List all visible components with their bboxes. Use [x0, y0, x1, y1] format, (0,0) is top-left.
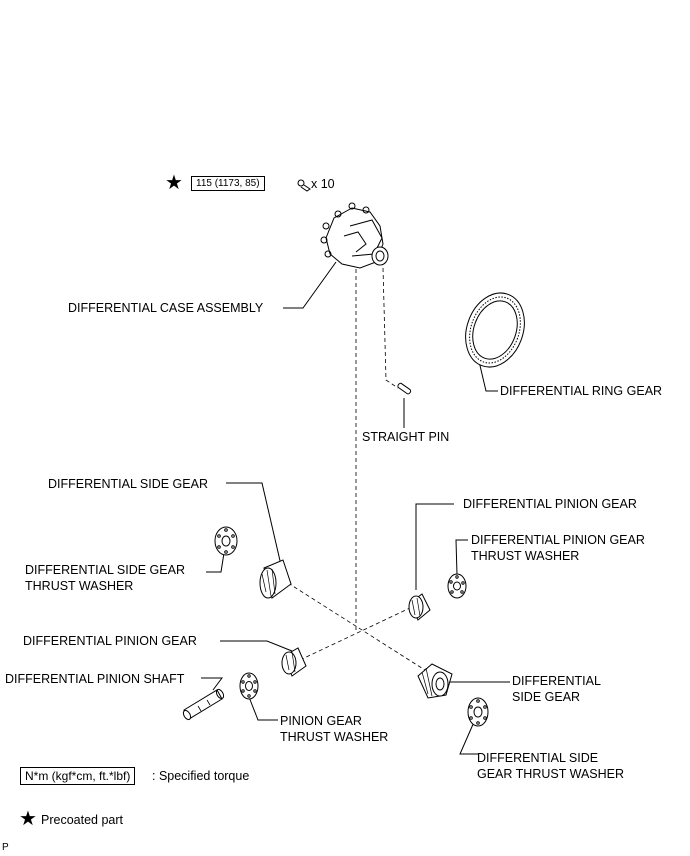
label-differential-pinion-shaft: DIFFERENTIAL PINION SHAFT	[5, 672, 185, 686]
label-differential-pinion-gear-left: DIFFERENTIAL PINION GEAR	[23, 634, 197, 648]
side-gear-washer-left-part	[214, 526, 238, 556]
differential-case-assembly-part	[320, 202, 389, 269]
ring-gear-part	[465, 292, 525, 368]
label-differential-case-assembly: DIFFERENTIAL CASE ASSEMBLY	[68, 301, 264, 315]
legend-torque-description: : Specified torque	[152, 769, 250, 783]
bolt-part	[297, 179, 311, 192]
label-pinion-gear-thrust-washer-right: DIFFERENTIAL PINION GEAR THRUST WASHER	[471, 533, 645, 563]
label-straight-pin: STRAIGHT PIN	[362, 430, 450, 444]
pinion-gear-right-part	[408, 593, 431, 621]
label-differential-ring-gear: DIFFERENTIAL RING GEAR	[500, 384, 663, 398]
legend-torque-units: N*m (kgf*cm, ft.*lbf)	[20, 767, 136, 785]
pinion-gear-left-part	[281, 647, 307, 677]
label-pinion-gear-thrust-washer: PINION GEAR THRUST WASHER	[280, 714, 389, 744]
label-side-gear-thrust-washer-left: DIFFERENTIAL SIDE GEAR THRUST WASHER	[25, 563, 185, 593]
bolt-quantity: x 10	[311, 177, 335, 191]
side-gear-right-part	[417, 663, 453, 699]
side-gear-washer-right-part	[467, 697, 489, 727]
label-side-gear-thrust-washer-right: DIFFERENTIAL SIDE GEAR THRUST WASHER	[477, 751, 625, 781]
straight-pin-part	[397, 382, 412, 395]
pinion-shaft-part	[182, 688, 225, 721]
legend-precoated-part: Precoated part	[41, 813, 123, 827]
precoated-star-icon: ★	[165, 172, 183, 194]
legend-star-icon: ★	[19, 808, 37, 830]
pinion-washer-part	[239, 672, 259, 700]
side-gear-left-part	[259, 559, 292, 599]
assembly-axis-lines	[287, 262, 429, 673]
label-differential-pinion-gear-right: DIFFERENTIAL PINION GEAR	[463, 497, 637, 511]
label-differential-side-gear-top: DIFFERENTIAL SIDE GEAR	[48, 477, 208, 491]
label-differential-side-gear-right: DIFFERENTIAL SIDE GEAR	[512, 674, 601, 704]
pinion-gear-washer-right-part	[447, 573, 467, 599]
footer-code: P	[2, 842, 9, 853]
torque-value-box: 115 (1173, 85)	[191, 176, 265, 191]
